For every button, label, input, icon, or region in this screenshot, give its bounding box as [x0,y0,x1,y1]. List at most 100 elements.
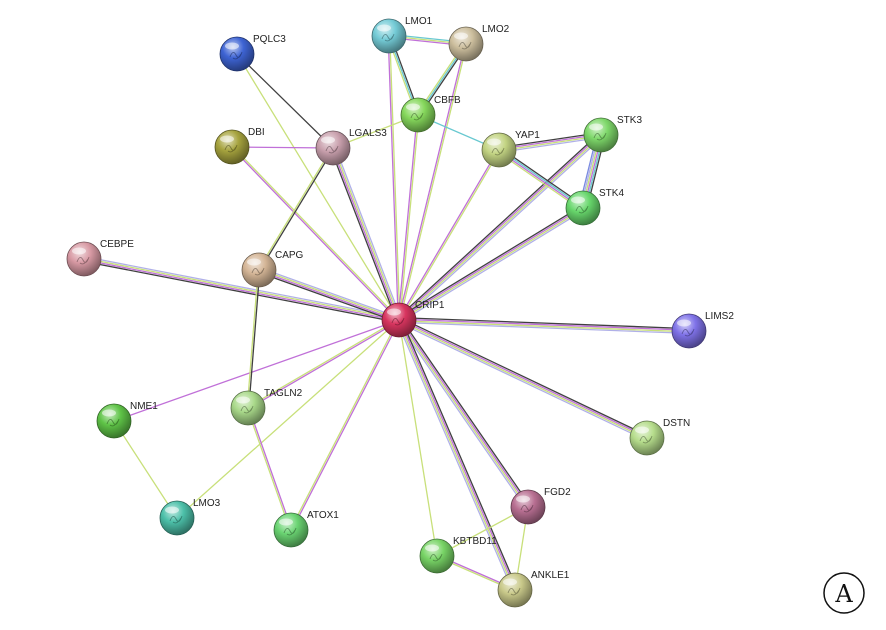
edges-layer [83,33,690,592]
edge-crip1-lmo1 [387,35,401,321]
edge-strand [397,321,647,441]
node-sphere[interactable] [671,313,707,349]
node-dbi[interactable]: DBI [214,127,265,165]
node-fgd2[interactable]: FGD2 [510,487,571,525]
node-highlight [487,138,501,146]
node-ankle1[interactable]: ANKLE1 [497,570,570,608]
node-structure-icon [76,256,90,265]
node-lmo3[interactable]: LMO3 [159,498,221,536]
edge-strand [397,320,515,591]
node-cbfb[interactable]: CBFB [400,95,461,133]
edge-strand [83,260,399,323]
node-highlight [589,123,603,131]
node-sphere[interactable] [219,36,255,72]
edge-strand [291,320,401,531]
edge-crip1-cebpe [83,256,400,323]
edge-strand [331,148,399,321]
edge-strand [399,319,517,590]
node-lims2[interactable]: LIMS2 [671,311,734,349]
node-sphere[interactable] [448,26,484,62]
node-label: LIMS2 [705,311,734,322]
node-lgals3[interactable]: LGALS3 [315,128,387,166]
node-sphere[interactable] [214,129,250,165]
node-sphere[interactable] [371,18,407,54]
node-structure-icon [391,317,405,326]
node-kbtbd11[interactable]: KBTBD11 [419,536,497,574]
node-sphere[interactable] [419,538,455,574]
edge-strand [330,148,398,322]
node-yap1[interactable]: YAP1 [481,130,540,168]
node-tagln2[interactable]: TAGLN2 [230,388,303,426]
node-pqlc3[interactable]: PQLC3 [219,34,286,72]
node-label: PQLC3 [253,34,286,45]
edge-strand [246,269,259,408]
node-stk3[interactable]: STK3 [583,115,642,153]
edge-strand [399,317,649,437]
edge-strand [84,257,400,320]
edge-strand [399,318,648,438]
edge-strand [399,319,530,507]
node-sphere[interactable] [381,302,417,338]
node-stk4[interactable]: STK4 [565,188,624,226]
edge-strand [399,150,501,321]
node-highlight [236,396,250,404]
node-label: NME1 [130,401,158,412]
edge-strand [397,205,583,319]
node-structure-icon [410,112,424,121]
edge-strand [396,132,600,319]
node-highlight [72,247,86,255]
node-highlight [321,136,335,144]
node-structure-icon [325,145,339,154]
edge-capg-tagln2 [246,269,261,409]
node-highlight [279,518,293,526]
edge-crip1-lmo2 [397,43,468,321]
edge-strand [387,36,399,321]
edge-strand [236,53,400,321]
edge-strand [259,268,400,320]
node-label: KBTBD11 [453,536,497,547]
node-sphere[interactable] [241,252,277,288]
node-sphere[interactable] [510,489,546,525]
edge-strand [257,147,333,270]
node-sphere[interactable] [273,512,309,548]
node-sphere[interactable] [96,403,132,439]
node-sphere[interactable] [497,572,533,608]
edge-crip1-ankle1 [396,318,518,592]
node-sphere[interactable] [159,500,195,536]
node-nme1[interactable]: NME1 [96,401,158,439]
node-structure-icon [491,147,505,156]
edge-strand [247,318,399,408]
node-highlight [454,32,468,40]
node-atox1[interactable]: ATOX1 [273,510,339,548]
edge-strand [259,267,401,319]
edge-strand [113,319,400,422]
node-highlight [220,135,234,143]
node-dstn[interactable]: DSTN [629,418,690,456]
node-crip1[interactable]: CRIP1 [381,300,445,338]
node-sphere[interactable] [66,241,102,277]
edge-strand [397,149,499,320]
edge-strand [399,44,468,321]
node-sphere[interactable] [230,390,266,426]
node-cebpe[interactable]: CEBPE [66,239,134,277]
node-sphere[interactable] [583,117,619,153]
node-lmo2[interactable]: LMO2 [448,24,510,62]
node-highlight [677,319,691,327]
edge-crip1-stk4 [397,205,585,323]
node-highlight [387,308,401,316]
node-lmo1[interactable]: LMO1 [371,16,433,54]
node-sphere[interactable] [315,130,351,166]
node-structure-icon [507,587,521,596]
node-sphere[interactable] [481,132,517,168]
edge-strand [397,320,528,508]
edge-strand [246,408,291,531]
node-sphere[interactable] [629,420,665,456]
node-sphere[interactable] [400,97,436,133]
edge-strand [398,321,689,335]
panel-label: A [823,572,865,614]
node-structure-icon [224,144,238,153]
node-sphere[interactable] [565,190,601,226]
node-structure-icon [106,418,120,427]
node-capg[interactable]: CAPG [241,250,304,288]
